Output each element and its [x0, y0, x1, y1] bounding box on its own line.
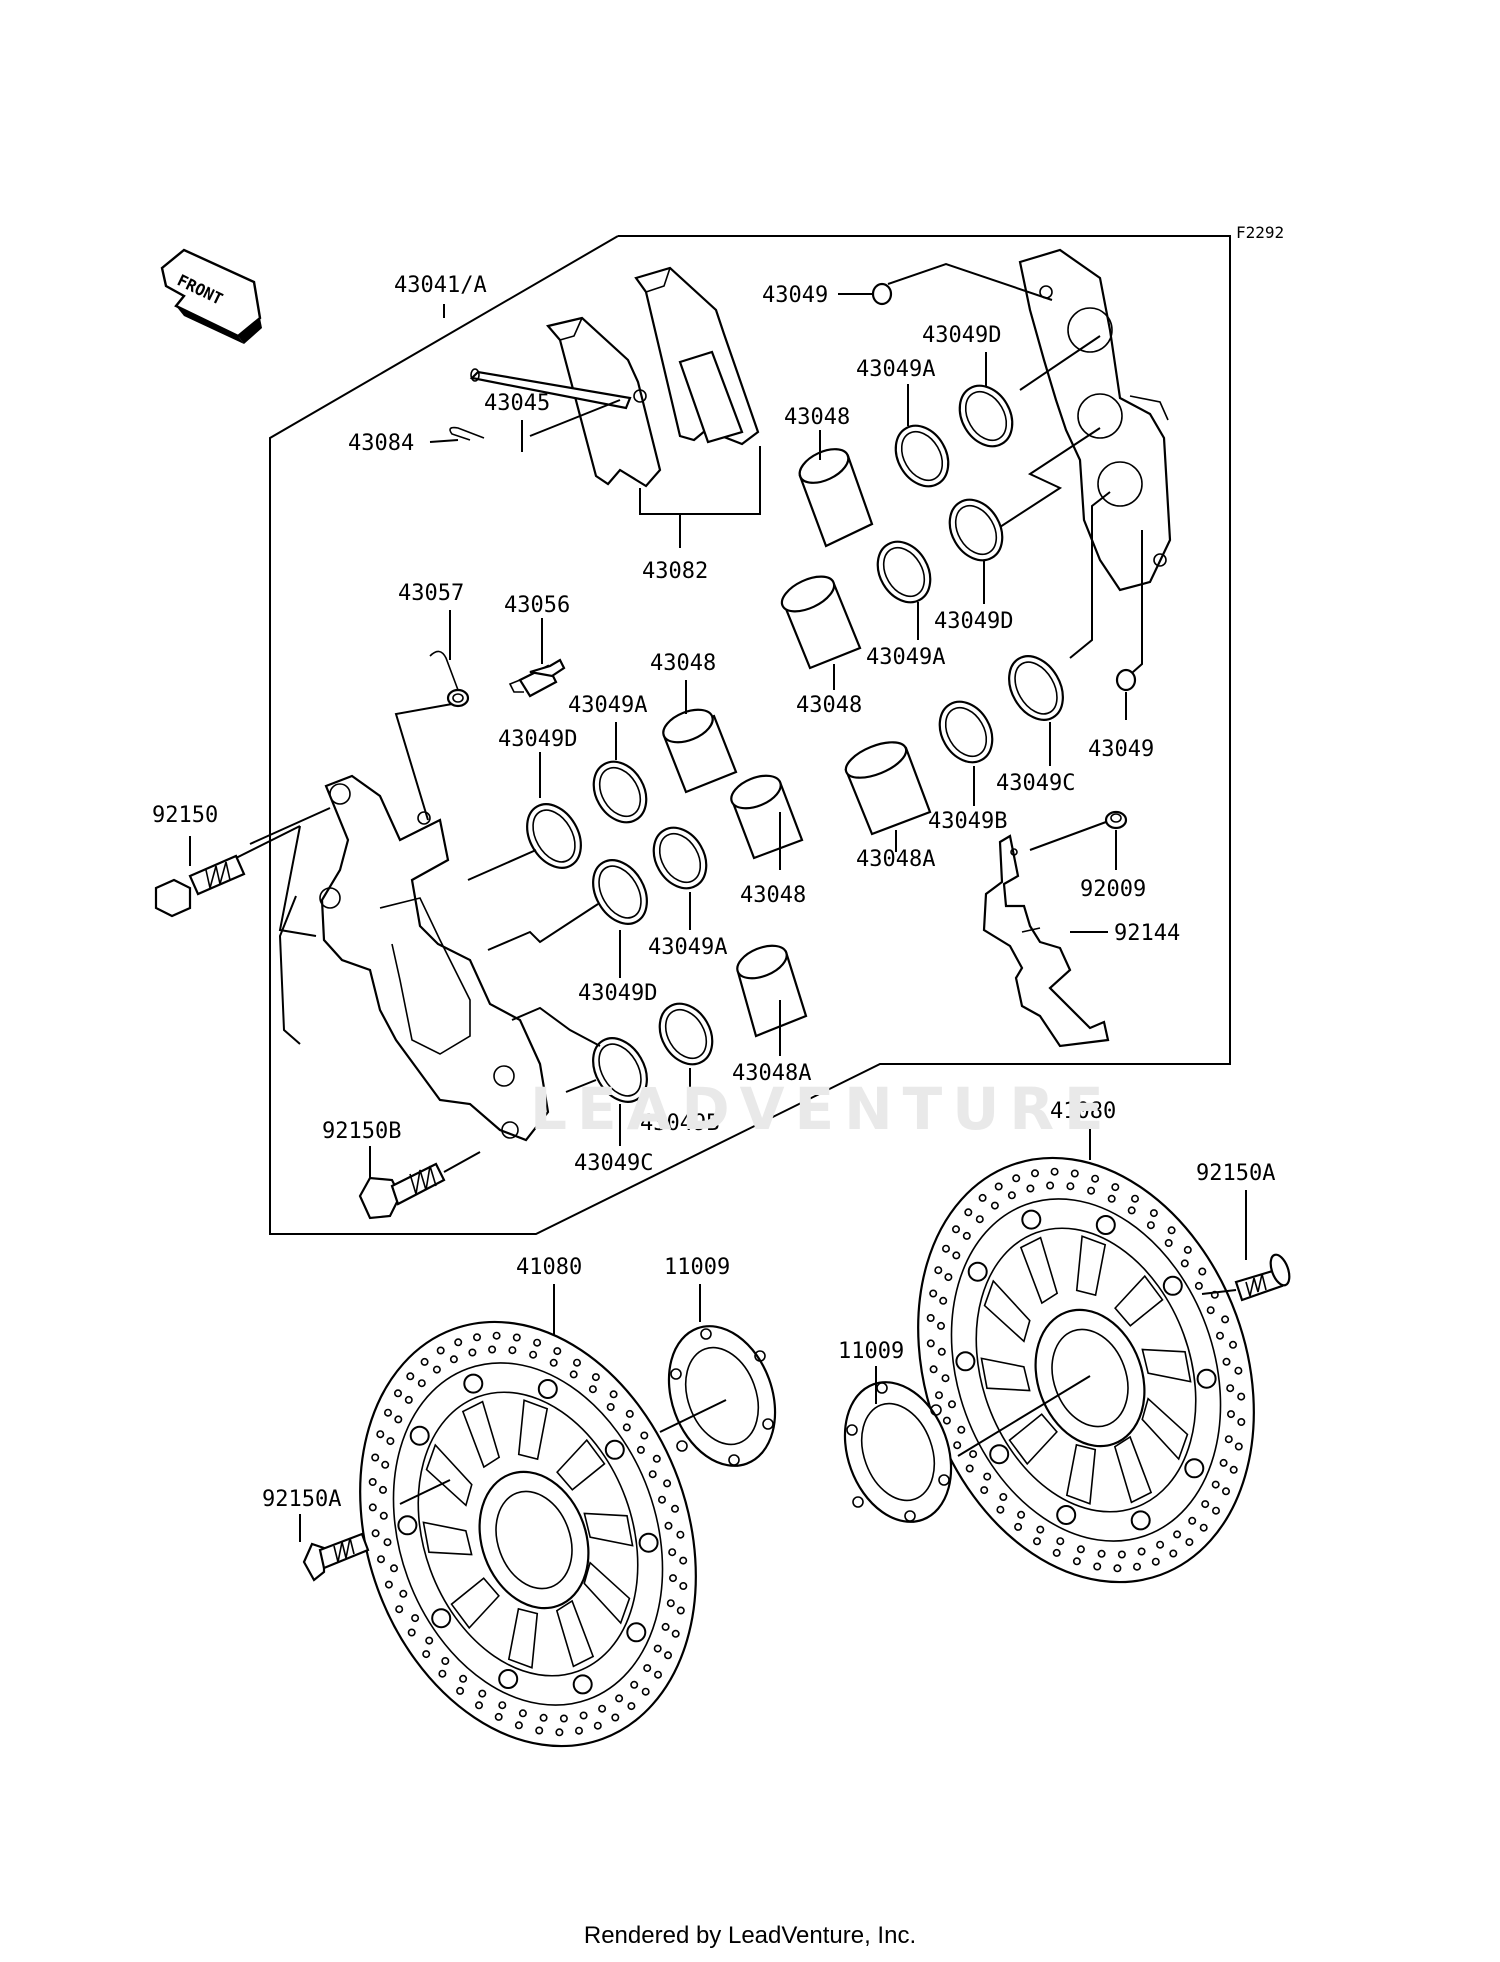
- pin-clip: [449, 426, 485, 441]
- label-43049D-mid[interactable]: 43049D: [934, 609, 1013, 634]
- watermark: LEADVENTURE: [530, 1075, 1114, 1143]
- label-43057[interactable]: 43057: [398, 581, 464, 606]
- label-43049C-right[interactable]: 43049C: [996, 771, 1075, 796]
- piston-43048-left2: [730, 774, 804, 860]
- brake-pad-front: [634, 266, 760, 446]
- front-arrow-icon: FRONT: [160, 248, 262, 344]
- label-43056[interactable]: 43056: [504, 593, 570, 618]
- seal-43049A-left1: [592, 760, 648, 824]
- pad-pin: [469, 368, 632, 410]
- label-43049A-left2[interactable]: 43049A: [648, 935, 727, 960]
- label-43049-right[interactable]: 43049: [1088, 737, 1154, 762]
- label-43049D-top[interactable]: 43049D: [922, 323, 1001, 348]
- brake-disc-right: [917, 1156, 1255, 1584]
- label-43049C-left[interactable]: 43049C: [574, 1151, 653, 1176]
- label-41080-right[interactable]: 41080: [1050, 1099, 1116, 1124]
- figure-code: F2292: [1236, 223, 1284, 242]
- bolt-92150B: [358, 1162, 446, 1220]
- label-92009[interactable]: 92009: [1080, 877, 1146, 902]
- label-43049B-right[interactable]: 43049B: [928, 809, 1007, 834]
- footer-credit: Rendered by LeadVenture, Inc.: [583, 1922, 917, 1949]
- seal-43049C-left: [592, 1037, 648, 1103]
- label-43082[interactable]: 43082: [642, 559, 708, 584]
- piston-43048A-right: [844, 741, 932, 836]
- label-43049D-left2[interactable]: 43049D: [578, 981, 657, 1006]
- label-43048A-right[interactable]: 43048A: [856, 847, 935, 872]
- seal-43049A-mid: [876, 540, 932, 604]
- bolt-92150: [154, 854, 246, 918]
- label-43048A-left[interactable]: 43048A: [732, 1061, 811, 1086]
- seal-43049D-left1: [526, 803, 582, 869]
- label-43049B-left[interactable]: 43049B: [640, 1111, 719, 1136]
- disc-spacer-right: [843, 1381, 953, 1523]
- label-43049A-left1[interactable]: 43049A: [568, 693, 647, 718]
- seal-43049B-right: [938, 700, 994, 764]
- label-43049A-top[interactable]: 43049A: [856, 357, 935, 382]
- piston-43048A-left: [736, 944, 808, 1038]
- seal-43049A-top: [894, 424, 950, 488]
- bleed-screw-cap-right: [1115, 668, 1137, 692]
- bleeder-cap-43057: [429, 650, 470, 708]
- label-11009-right[interactable]: 11009: [838, 1339, 904, 1364]
- label-92150B[interactable]: 92150B: [322, 1119, 401, 1144]
- label-41080-left[interactable]: 41080: [516, 1255, 582, 1280]
- label-43045[interactable]: 43045: [484, 391, 550, 416]
- label-43048-mid[interactable]: 43048: [796, 693, 862, 718]
- seal-43049A-left2: [652, 826, 708, 890]
- seal-43049D-top: [958, 384, 1014, 448]
- label-43048-left1[interactable]: 43048: [650, 651, 716, 676]
- label-43041A[interactable]: 43041/A: [394, 273, 487, 298]
- caliper-left-half: [319, 774, 550, 1142]
- piston-43048-top: [798, 448, 874, 548]
- screw-92009: [1104, 810, 1128, 830]
- label-11009-left[interactable]: 11009: [664, 1255, 730, 1280]
- bolt-92150A-right: [1234, 1253, 1291, 1302]
- brake-disc-left: [359, 1320, 697, 1748]
- bolt-92150A-left: [302, 1532, 370, 1582]
- seal-43049D-mid: [948, 498, 1004, 562]
- assembly-boundary: [269, 235, 1231, 1235]
- caliper-right-half: [1018, 248, 1172, 592]
- pad-spring-bracket: [982, 834, 1110, 1048]
- seal-43049D-left2: [592, 859, 648, 925]
- bleed-screw-cap-top: [871, 282, 893, 306]
- piston-43048-mid: [780, 575, 862, 670]
- disc-spacer-left: [667, 1325, 777, 1467]
- label-43049A-mid[interactable]: 43049A: [866, 645, 945, 670]
- label-92150[interactable]: 92150: [152, 803, 218, 828]
- seal-43049B-left: [658, 1002, 714, 1066]
- bleeder-valve-43056: [508, 658, 566, 698]
- label-43084[interactable]: 43084: [348, 431, 414, 456]
- label-92150A-left[interactable]: 92150A: [262, 1487, 341, 1512]
- label-92144[interactable]: 92144: [1114, 921, 1180, 946]
- label-43048-left2[interactable]: 43048: [740, 883, 806, 908]
- piston-43048-left1: [662, 708, 738, 794]
- label-43049-top[interactable]: 43049: [762, 283, 828, 308]
- seal-43049C-right: [1008, 655, 1064, 721]
- label-43049D-left1[interactable]: 43049D: [498, 727, 577, 752]
- label-92150A-right[interactable]: 92150A: [1196, 1161, 1275, 1186]
- label-43048-top[interactable]: 43048: [784, 405, 850, 430]
